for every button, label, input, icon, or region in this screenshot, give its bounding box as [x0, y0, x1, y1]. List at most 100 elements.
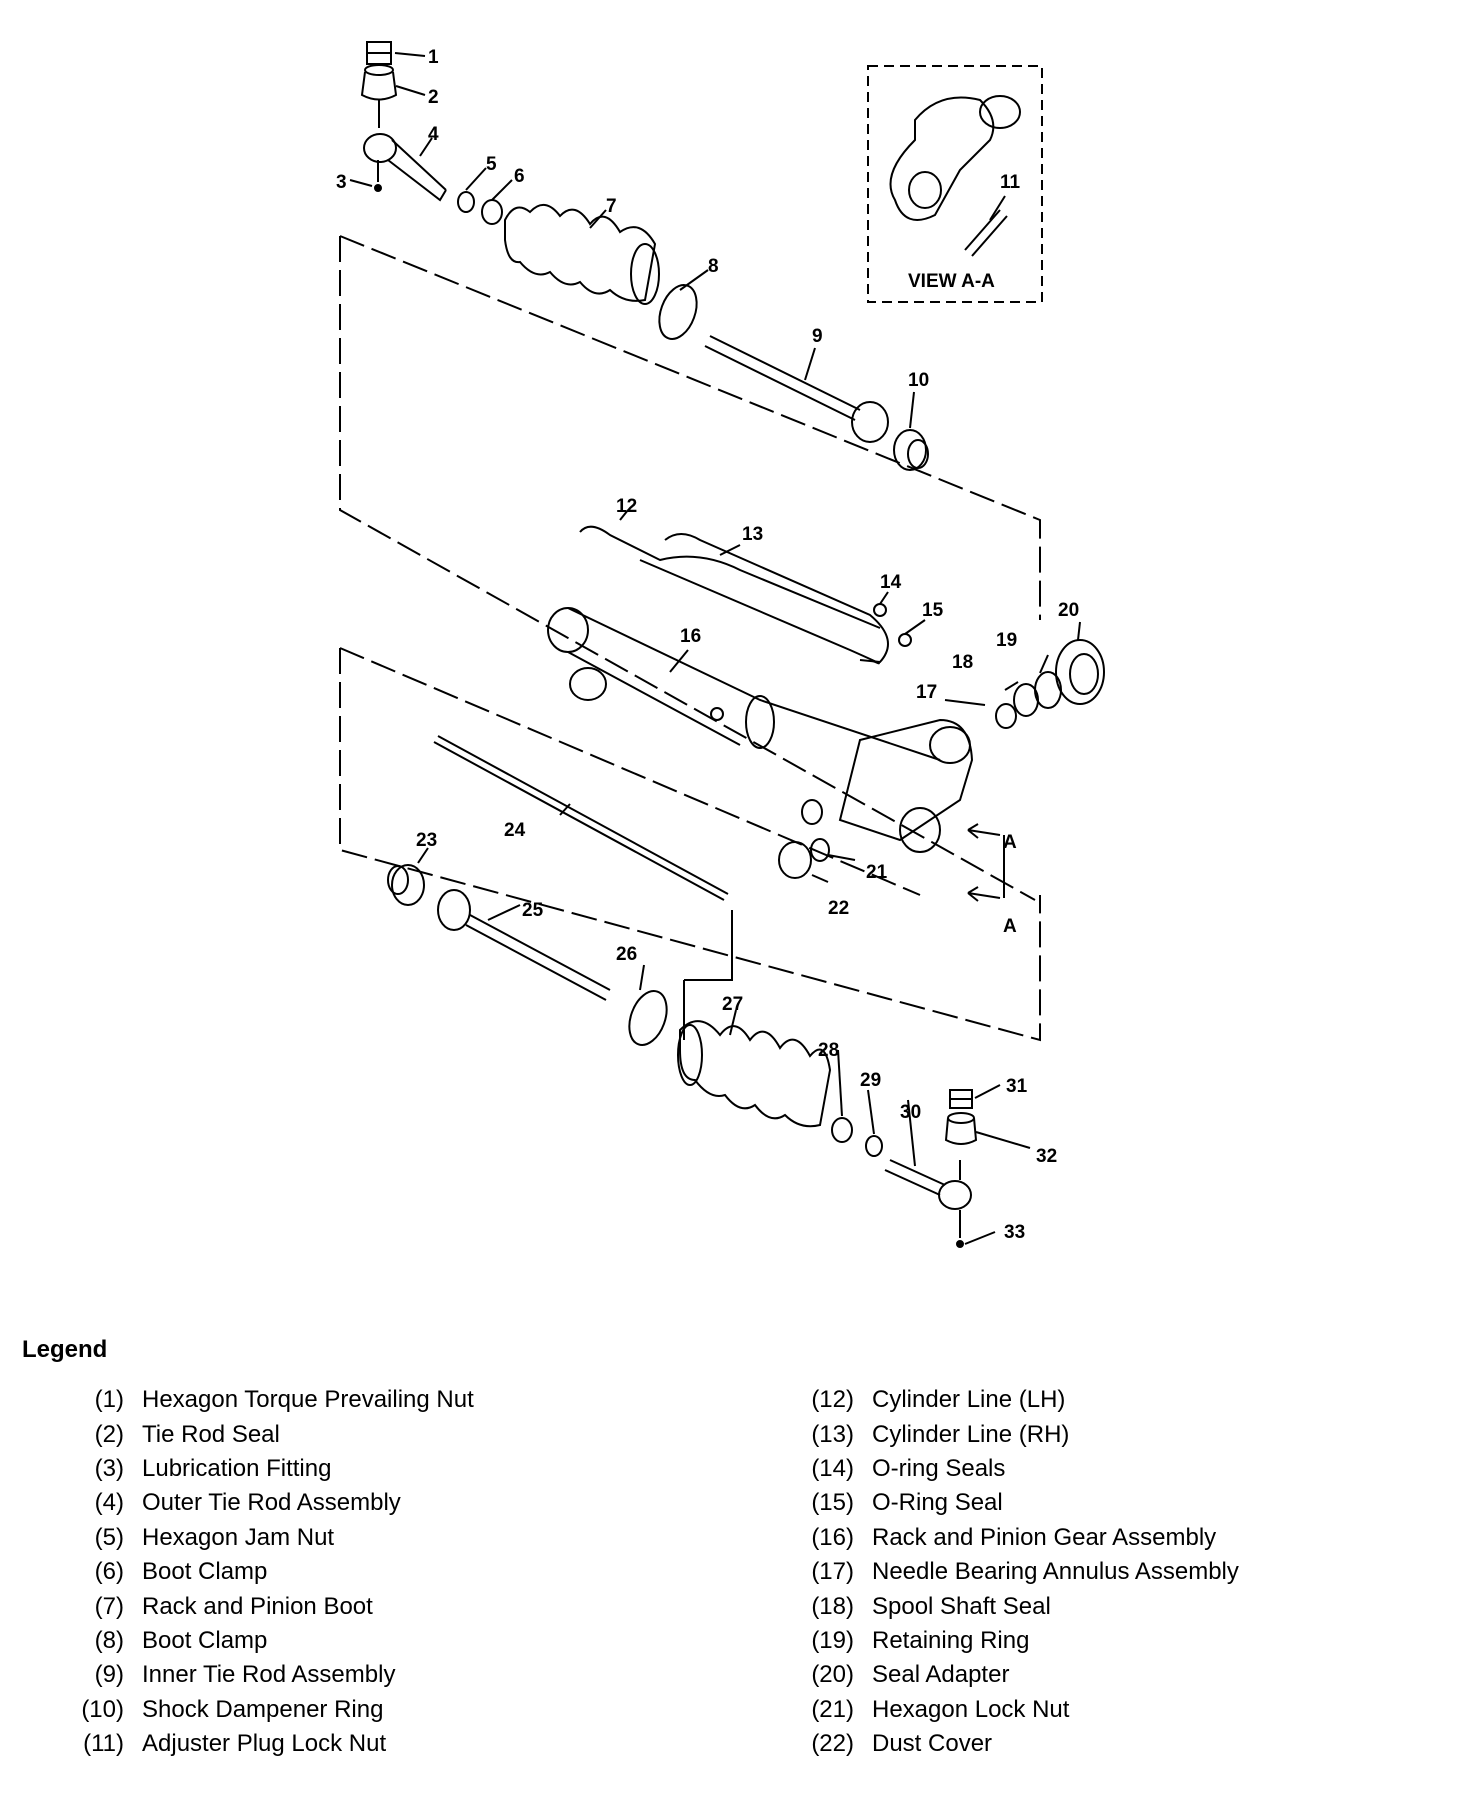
callout-18: 18: [952, 652, 973, 673]
callout-5: 5: [486, 154, 497, 175]
part-24-rod: [433, 735, 729, 901]
legend-item-number: (7): [94, 1592, 124, 1620]
part-14-o-ring: [873, 603, 887, 617]
part-13-cylinder-line-rh: [639, 533, 889, 665]
part-7-boot: [504, 204, 660, 305]
callout-28: 28: [818, 1040, 839, 1061]
callout-4: 4: [428, 124, 439, 145]
legend-item-number: (18): [811, 1592, 854, 1620]
alignment-line-lower-2: [339, 647, 921, 896]
legend-item-number: (4): [94, 1489, 124, 1517]
legend-title: Legend: [22, 1336, 108, 1363]
legend-item-label: Rack and Pinion Boot: [142, 1592, 373, 1620]
legend-item-number: (2): [94, 1420, 124, 1448]
legend-item-label: Boot Clamp: [142, 1558, 268, 1586]
part-6-boot-clamp: [481, 199, 503, 225]
part-27-boot: [677, 1020, 832, 1128]
legend-item-number: (5): [94, 1523, 124, 1551]
part-12-cylinder-line-lh: [579, 525, 881, 629]
view-a-a-label: VIEW A-A: [908, 271, 995, 292]
part-20-seal-adapter: [1055, 639, 1105, 705]
legend-item-number: (17): [811, 1558, 854, 1586]
callout-11: 11: [1000, 172, 1021, 193]
legend-item-number: (8): [94, 1626, 124, 1654]
alignment-line-lower: [339, 648, 1041, 1042]
legend-item-number: (12): [811, 1386, 854, 1414]
legend-item-number: (15): [811, 1489, 854, 1517]
callout-26: 26: [616, 944, 637, 965]
part-16-rack-pinion-housing: [547, 607, 974, 853]
part-33-fitting: [956, 1210, 964, 1248]
legend-item-label: Cylinder Line (LH): [872, 1386, 1066, 1414]
legend-item: (7) Rack and Pinion Boot: [60, 1589, 474, 1623]
callout-14: 14: [880, 572, 902, 593]
callout-27: 27: [722, 994, 743, 1015]
part-10-dampener-ring: [893, 429, 929, 471]
legend-item-label: Hexagon Torque Prevailing Nut: [142, 1386, 474, 1414]
legend-item-label: Adjuster Plug Lock Nut: [142, 1730, 387, 1758]
callout-33: 33: [1004, 1222, 1025, 1243]
legend-item-number: (3): [94, 1454, 124, 1482]
part-15-o-ring: [898, 633, 912, 647]
part-11-view-detail: [889, 95, 1021, 257]
legend-item-label: Shock Dampener Ring: [142, 1695, 384, 1723]
callout-21: 21: [866, 862, 888, 883]
callout-31: 31: [1006, 1076, 1028, 1097]
callout-10: 10: [908, 370, 929, 391]
legend-item: (16)Rack and Pinion Gear Assembly: [790, 1521, 1239, 1555]
part-26-boot-clamp: [628, 990, 668, 1046]
view-a-a-box: [867, 65, 1043, 303]
part-5-jam-nut: [457, 191, 475, 213]
section-marker-a-bottom: A: [1003, 916, 1017, 937]
legend-item: (1)Hexagon Torque Prevailing Nut: [60, 1383, 474, 1417]
part-4-outer-tie-rod: [363, 133, 447, 202]
legend-item-number: (6): [94, 1558, 124, 1586]
legend-item: (20)Seal Adapter: [790, 1658, 1239, 1692]
legend-item-label: Dust Cover: [872, 1730, 993, 1758]
legend-item-number: (9): [94, 1661, 124, 1689]
legend-item-label: O-ring Seals: [872, 1454, 1006, 1482]
legend-item-label: Inner Tie Rod Assembly: [142, 1661, 396, 1689]
legend-item-number: (14): [811, 1454, 854, 1482]
legend-item: (17) Needle Bearing Annulus Assembly: [790, 1555, 1239, 1589]
legend-item: (13) Cylinder Line (RH): [790, 1417, 1239, 1451]
legend-item: (11) Adjuster Plug Lock Nut: [60, 1727, 474, 1761]
legend-column-right: (12) Cylinder Line (LH) (13) Cylinder Line…: [790, 1383, 1239, 1761]
legend-item: (8)Boot Clamp: [60, 1624, 474, 1658]
legend-column-left: (1)Hexagon Torque Prevailing Nut (2) Tie …: [60, 1383, 474, 1761]
legend-item-number: (11): [83, 1730, 124, 1758]
part-28-boot-clamp: [831, 1117, 853, 1143]
legend-item-number: (19): [811, 1626, 854, 1654]
legend-item-number: (21): [811, 1695, 854, 1723]
legend-item: (4) Outer Tie Rod Assembly: [60, 1486, 474, 1520]
legend-item-label: Outer Tie Rod Assembly: [142, 1489, 401, 1517]
legend-item-label: Cylinder Line (RH): [872, 1420, 1070, 1448]
legend-item: (21) Hexagon Lock Nut: [790, 1693, 1239, 1727]
callout-22: 22: [828, 898, 849, 919]
legend-item: (22) Dust Cover: [790, 1727, 1239, 1761]
legend-item-label: Lubrication Fitting: [142, 1454, 332, 1482]
alignment-line-upper: [339, 236, 1036, 901]
legend-item-label: Needle Bearing Annulus Assembly: [872, 1558, 1239, 1586]
legend-item-label: Hexagon Lock Nut: [872, 1695, 1070, 1723]
callout-8: 8: [708, 256, 719, 277]
callout-1: 1: [428, 47, 439, 68]
part-8-boot-clamp: [658, 284, 698, 340]
legend-item-label: Tie Rod Seal: [142, 1420, 280, 1448]
legend-item-number: (16): [811, 1523, 854, 1551]
legend-item-number: (22): [811, 1730, 854, 1758]
section-arrow-a: [967, 823, 1005, 902]
part-2-seal: [360, 64, 398, 128]
callout-15: 15: [922, 600, 944, 621]
callout-25: 25: [522, 900, 544, 921]
part-22-dust-cover: [778, 841, 812, 879]
callout-30: 30: [900, 1102, 921, 1123]
legend-item-label: Seal Adapter: [872, 1661, 1010, 1689]
alignment-line-upper-2: [339, 235, 1041, 620]
callout-20: 20: [1058, 600, 1079, 621]
legend-item: (18)Spool Shaft Seal: [790, 1589, 1239, 1623]
legend-item: (19)Retaining Ring: [790, 1624, 1239, 1658]
legend-item-number: (13): [811, 1420, 854, 1448]
part-9-inner-tie-rod: [704, 335, 889, 443]
leader-lines: [349, 52, 1081, 1245]
